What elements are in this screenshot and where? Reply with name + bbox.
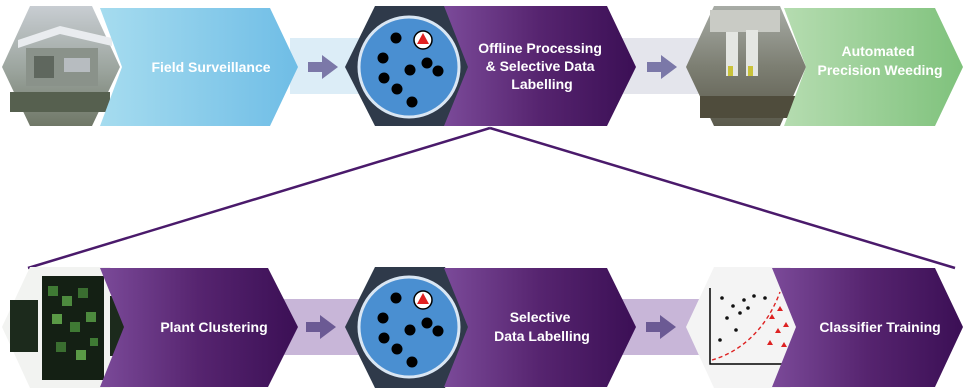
plant-clustering-chevron [100, 268, 298, 387]
automated-weeding-chevron [784, 8, 963, 126]
classifier-training-chevron [772, 268, 963, 387]
offline-processing-chevron [444, 6, 636, 126]
offline-processing-label: Offline Processing & Selective Data Labe… [478, 40, 606, 92]
classifier-training-label: Classifier Training [819, 319, 940, 335]
arrow-right-icon [306, 315, 336, 339]
field-photo [2, 6, 120, 126]
arrow-right-icon [308, 55, 338, 79]
plant-image-grid [2, 267, 136, 388]
field-surveillance-chevron [100, 8, 298, 126]
zoom-line-right [489, 126, 956, 270]
plant-clustering-label: Plant Clustering [160, 319, 267, 335]
arrow-right-icon [646, 315, 676, 339]
automated-weeding-label: Automated Precision Weeding [818, 43, 943, 78]
arrow-right-icon [647, 55, 677, 79]
cluster-dots-icon [357, 275, 461, 379]
zoom-line-left [27, 126, 491, 270]
selective-labelling-chevron [444, 268, 636, 387]
robot-weeder-photo [686, 6, 806, 126]
field-surveillance-label: Field Surveillance [151, 59, 270, 75]
selective-labelling-label: Selective Data Labelling [494, 309, 590, 344]
cluster-dots-icon [357, 15, 461, 119]
